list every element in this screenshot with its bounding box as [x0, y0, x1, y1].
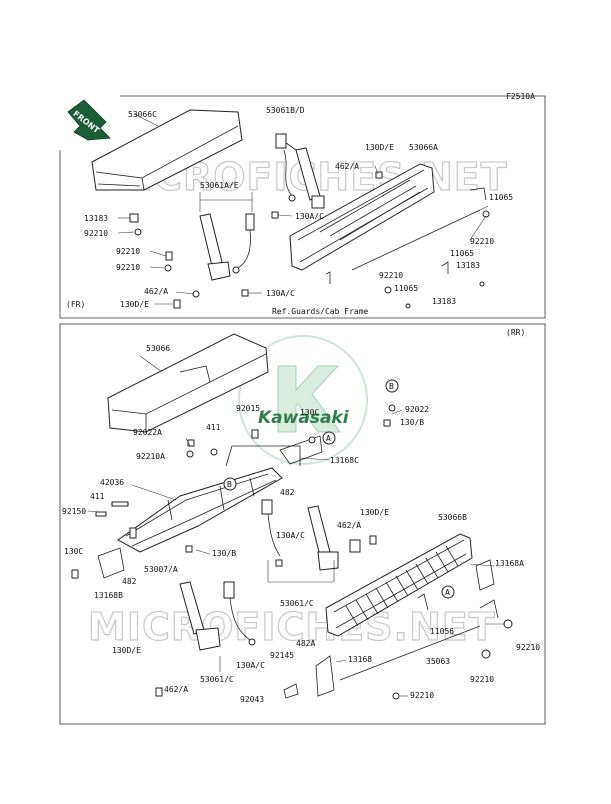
- part-label: 11065: [394, 284, 418, 293]
- part-label: 462/A: [144, 287, 168, 296]
- kawasaki-logo-text: Kawasaki: [258, 408, 350, 428]
- part-label: 53061/C: [280, 599, 314, 608]
- part-label: 130A/C: [276, 531, 305, 540]
- part-label: B: [227, 480, 232, 489]
- part-label: 13168B: [94, 591, 123, 600]
- seat-belt-left: [199, 192, 255, 281]
- bottom-fasteners: [71, 404, 513, 700]
- part-label: 53066A: [409, 143, 438, 152]
- watermark-bottom: MICROFICHES.NET: [88, 605, 496, 649]
- part-label: 92150: [62, 507, 86, 516]
- part-label: 92210: [470, 675, 494, 684]
- figure-code: F2510A: [506, 92, 535, 101]
- part-label: 92043: [240, 695, 264, 704]
- part-label: 53066: [146, 344, 170, 353]
- seat-belt-right: [275, 133, 325, 209]
- part-label: 130/B: [400, 418, 424, 427]
- part-label: 13168C: [330, 456, 359, 465]
- front-arrow-icon: FRONT: [67, 99, 111, 141]
- part-label: B: [389, 382, 394, 391]
- part-label: 11056: [430, 627, 454, 636]
- top-part-labels: 53066C 53061B/D 130D/E 53066A 462/A 5306…: [66, 106, 513, 316]
- bottom-panel-frame: [59, 323, 546, 725]
- bottom-part-labels: (RR) 53066 92022 92015 130C 130/B 92022A…: [62, 328, 540, 704]
- part-label: 482A: [296, 639, 315, 648]
- part-label: 11065: [489, 193, 513, 202]
- bottom-side-label: (RR): [506, 328, 525, 337]
- top-side-label: (FR): [66, 300, 85, 309]
- part-label: 462/A: [337, 521, 361, 530]
- seat-back-rear: [315, 533, 499, 697]
- part-label: 35063: [426, 657, 450, 666]
- part-label: 130D/E: [112, 646, 141, 655]
- top-fasteners: [129, 171, 383, 309]
- part-label: 130A/C: [266, 289, 295, 298]
- top-leaders: [117, 165, 487, 305]
- part-label: 130A/C: [236, 661, 265, 670]
- part-label: 482: [122, 577, 137, 586]
- part-label: 13168: [348, 655, 372, 664]
- part-label: 92022A: [133, 428, 162, 437]
- part-label: 92015: [236, 404, 260, 413]
- ref-note: Ref.Guards/Cab Frame: [272, 307, 369, 316]
- part-label: 13183: [456, 261, 480, 270]
- part-label: 482: [280, 488, 295, 497]
- part-label: 13168A: [495, 559, 524, 568]
- part-label: 92210: [516, 643, 540, 652]
- part-label: 92210: [379, 271, 403, 280]
- part-label: 411: [206, 423, 221, 432]
- part-label: 130/B: [212, 549, 236, 558]
- seat-cushion-front: [91, 109, 243, 191]
- part-label: 411: [90, 492, 105, 501]
- part-label: 130D/E: [120, 300, 149, 309]
- kawasaki-logo: Kawasaki: [238, 335, 368, 465]
- seat-belt-rear-right: [261, 499, 361, 583]
- part-label: 13183: [432, 297, 456, 306]
- part-label: 53066C: [128, 110, 157, 119]
- part-label: 11065: [450, 249, 474, 258]
- part-label: 462/A: [164, 685, 188, 694]
- seat-belt-rear-left: [179, 581, 256, 672]
- part-label: 92210: [410, 691, 434, 700]
- part-label: A: [445, 588, 450, 597]
- part-label: 92210: [116, 247, 140, 256]
- top-panel-frame: [59, 95, 546, 319]
- bottom-leaders: [87, 409, 504, 697]
- part-label: 53007/A: [144, 565, 178, 574]
- part-label: 130C: [64, 547, 83, 556]
- part-label: A: [326, 434, 331, 443]
- part-label: 92210A: [136, 452, 165, 461]
- part-label: 13183: [84, 214, 108, 223]
- seat-cushion-rear: [107, 333, 269, 433]
- part-label: 462/A: [335, 162, 359, 171]
- seat-back-front: [289, 163, 490, 309]
- part-label: 130D/E: [360, 508, 389, 517]
- part-label: 42036: [100, 478, 124, 487]
- part-label: 130D/E: [365, 143, 394, 152]
- part-label: 92022: [405, 405, 429, 414]
- part-label: 92210: [84, 229, 108, 238]
- callouts: A B B A: [223, 379, 455, 599]
- part-label: 92145: [270, 651, 294, 660]
- part-label: 130A/C: [295, 212, 324, 221]
- part-label: 53061B/D: [266, 106, 305, 115]
- part-label: 53061A/E: [200, 181, 239, 190]
- seat-frame: [97, 435, 323, 579]
- part-label: 92210: [116, 263, 140, 272]
- part-label: 130C: [300, 408, 319, 417]
- part-label: 53066B: [438, 513, 467, 522]
- part-label: 92210: [470, 237, 494, 246]
- part-label: 53061/C: [200, 675, 234, 684]
